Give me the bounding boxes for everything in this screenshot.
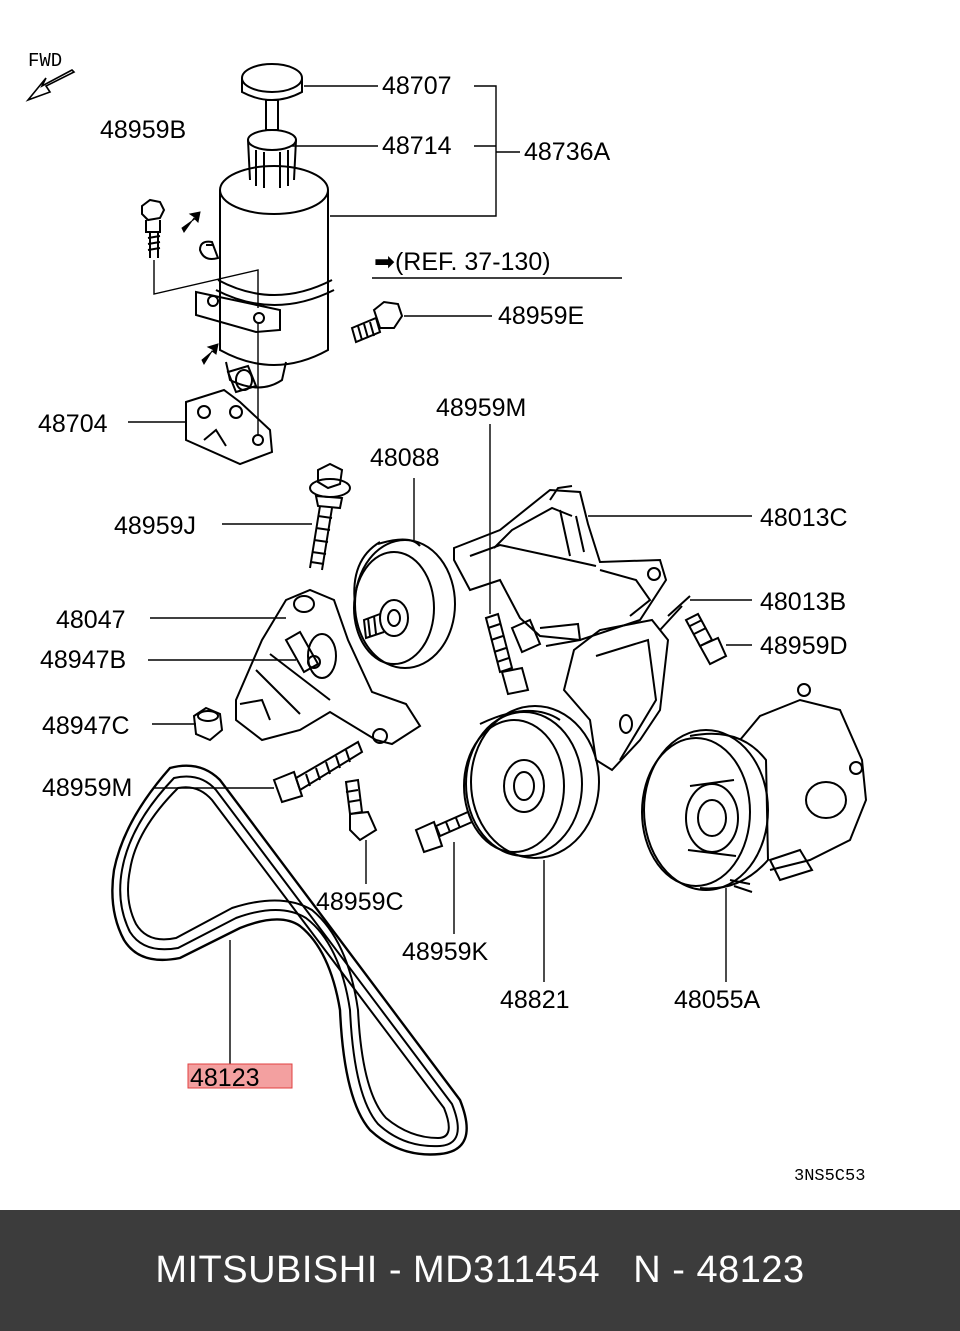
bolt-48959J bbox=[309, 462, 351, 571]
part-label-48959M-low: 48959M bbox=[42, 774, 132, 802]
part-label-48959E: 48959E bbox=[498, 302, 584, 330]
belt-48123 bbox=[111, 764, 468, 1156]
part-label-48959M-top: 48959M bbox=[436, 394, 526, 422]
bracket-48013B bbox=[562, 595, 691, 772]
fwd-label: FWD bbox=[28, 50, 62, 72]
part-label-48123: 48123 bbox=[190, 1064, 260, 1092]
reservoir-tank bbox=[195, 63, 335, 394]
crank-pulley-48821 bbox=[463, 705, 600, 859]
bolt-48959M-low bbox=[272, 740, 364, 804]
part-label-48013C: 48013C bbox=[760, 504, 848, 532]
part-label-48704: 48704 bbox=[38, 410, 108, 438]
idler-pulley-48088 bbox=[353, 538, 456, 669]
nut-48947C bbox=[192, 706, 224, 742]
part-label-48959K: 48959K bbox=[402, 938, 489, 966]
diagram-code: 3NS5C53 bbox=[794, 1167, 865, 1186]
bracket-48047 bbox=[235, 588, 422, 746]
part-label-48959C: 48959C bbox=[316, 888, 404, 916]
part-label-48013B: 48013B bbox=[760, 588, 846, 616]
bolt-48959E bbox=[350, 300, 404, 344]
part-label-48714: 48714 bbox=[382, 132, 452, 160]
bolt-48959M-top bbox=[484, 612, 530, 696]
stud-48959C bbox=[344, 778, 378, 842]
bolt-48959K bbox=[414, 810, 474, 854]
part-label-48947B: 48947B bbox=[40, 646, 126, 674]
highlight-box bbox=[187, 1063, 293, 1089]
leader-lines bbox=[128, 85, 752, 1064]
part-label-48088: 48088 bbox=[370, 444, 440, 472]
bracket-48704 bbox=[185, 388, 274, 466]
bolt-48959B bbox=[141, 198, 166, 258]
part-label-48821: 48821 bbox=[500, 986, 570, 1014]
part-label-48736A: 48736A bbox=[524, 138, 611, 166]
part-label-48959B: 48959B bbox=[100, 116, 186, 144]
footer-banner: MITSUBISHI - MD311454 N - 48123 bbox=[0, 1210, 960, 1331]
bolt-48959D bbox=[684, 612, 728, 666]
part-label-48707: 48707 bbox=[382, 72, 452, 100]
bracket-48013C bbox=[453, 485, 668, 654]
footer-text: MITSUBISHI - MD311454 N - 48123 bbox=[155, 1249, 805, 1291]
part-label-48947C: 48947C bbox=[42, 712, 130, 740]
part-label-48055A: 48055A bbox=[674, 986, 761, 1014]
parts-diagram: FWD ➡(REF. 37-130) 3NS5C53 48707 48714 4… bbox=[25, 50, 868, 1186]
part-label-48959J: 48959J bbox=[114, 512, 196, 540]
part-label-48959D: 48959D bbox=[760, 632, 848, 660]
pump-48055A bbox=[641, 683, 868, 893]
fwd-arrow-icon bbox=[25, 69, 76, 102]
ref-label: ➡(REF. 37-130) bbox=[374, 248, 551, 276]
part-label-48047: 48047 bbox=[56, 606, 126, 634]
